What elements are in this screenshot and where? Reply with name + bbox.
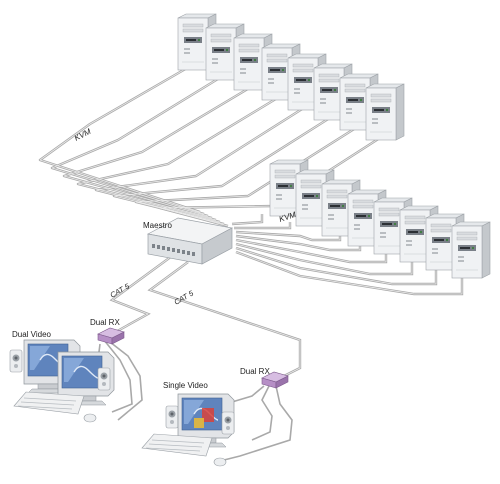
kvm-cable-bundle-upper — [38, 62, 387, 228]
cat5-label-left: CAT 5 — [109, 281, 132, 300]
speaker-icon — [221, 411, 235, 435]
dual-video-workstation — [9, 339, 115, 423]
tower-server-icon — [451, 221, 491, 279]
maestro-label: Maestro — [143, 221, 172, 230]
cat5-cables — [109, 255, 302, 378]
dual-rx-label-right: Dual RX — [240, 367, 270, 376]
single-video-workstation — [141, 393, 235, 467]
speaker-icon — [165, 405, 179, 429]
dual-video-label: Dual Video — [12, 330, 52, 339]
kvm-cable-bundle-lower — [231, 214, 464, 296]
mouse-icon — [83, 413, 97, 423]
speaker-icon — [97, 367, 111, 391]
kvm-label-upper: KVM — [73, 127, 93, 143]
kvm-switch-icon — [146, 217, 234, 265]
peripheral-cables — [83, 339, 293, 463]
keyboard-icon — [141, 433, 213, 457]
tower-server-icon — [365, 83, 405, 141]
dual-rx-label-left: Dual RX — [90, 318, 120, 327]
single-video-label: Single Video — [163, 381, 208, 390]
mouse-icon — [213, 457, 227, 467]
receiver-box-icon — [261, 371, 289, 389]
server-row-upper — [177, 13, 405, 141]
speaker-icon — [9, 349, 23, 373]
receiver-box-icon — [97, 327, 125, 345]
keyboard-icon — [13, 391, 85, 415]
